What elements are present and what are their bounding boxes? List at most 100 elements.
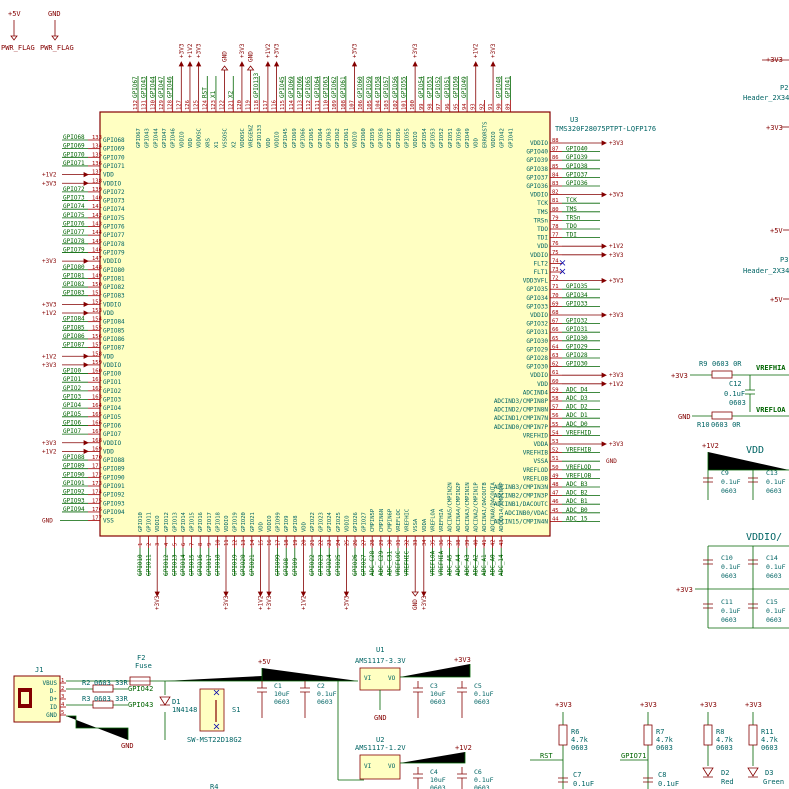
usb-gnd: GND [121,742,134,750]
pin-number: 23 [327,539,333,546]
pin-name: GPIO4 [103,405,121,412]
net-label: GPIO46 [167,76,174,98]
pwr-arrow [343,548,350,597]
net-label: GPIO2 [63,385,81,392]
pwr-arrow [300,548,307,597]
net-label: +3V3 [178,43,185,58]
pin-number: 168 [92,438,102,444]
pin-name: VDD [103,310,114,317]
pin-name: D- [50,688,57,695]
pin-name: ADCIN14/CMPIN4P [499,482,505,532]
pwr-arrow [178,61,184,100]
net-label: +3V3 [42,180,57,187]
r9-body [711,370,733,379]
net-label: +1V2 [609,381,624,388]
net-label: GPIO31 [566,326,588,333]
pin-name: GPIO49 [465,128,471,148]
net-label: GPIO78 [63,238,85,245]
pin-name: CMPIN6P [387,508,393,532]
usb-pin: 2D- [50,686,66,695]
pin-name: ADCINA0/DACOUTA [491,482,497,532]
pin-name: ADCINA2/CMPIN1P [473,482,479,532]
pin-name: GPIO12 [164,512,170,532]
net-label: GPIO20 [240,554,247,576]
header-p3-net2: +5V [770,296,783,304]
pin-number: 177 [92,516,102,522]
pwr-arrow [62,440,89,446]
pin-number: 1 [61,678,64,684]
pin-number: 41 [482,539,488,546]
u2-ref: U2 [376,736,384,744]
net-label: +3V3 [609,140,624,147]
pin-number: 48 [552,482,559,488]
r8-ref: R8 [716,728,724,736]
vref-network: +3V3 R9 0603 0R VREFHIA C12 0.1uF 0603 G… [671,360,789,429]
pin-number: 88 [552,138,559,144]
r11-ref: R11 [761,728,774,736]
net-label: GPIO70 [63,151,85,158]
pin-number: 156 [92,334,102,340]
pin-name: ADCINB0/VDAC [505,510,549,517]
mcu-top-pins: 132GPIO67GPIO67131GPIO43GPIO43130GPIO44G… [132,43,514,148]
pin-name: GPIO73 [103,198,125,205]
s1-ref: S1 [232,706,240,714]
pin-number: 157 [92,343,102,349]
pin-name: GPIO68 [103,137,125,144]
pin-name: GPIO0 [103,371,121,378]
net-label: TDO [566,223,577,230]
net-label: ADC_D2 [566,404,588,411]
net-label: GPIO58 [374,76,381,98]
pin-name: VSSA [413,518,419,532]
usb-pin: 4ID [50,702,66,711]
cap-value: 0.1uF [766,478,786,486]
r7-ref: R7 [656,728,664,736]
pin-number: 47 [552,491,559,497]
pin-number: 106 [358,100,364,110]
pin-name: GPIO2 [103,388,121,395]
pin-number: 31 [396,539,402,546]
pin-name: GPIO33 [526,303,548,310]
net-label: VREFLOB [566,472,592,479]
pin-name: GPIO38 [526,166,548,173]
net-label: GPIO53 [426,76,433,98]
pwr-arrow [562,140,607,146]
pin-name: GPIO74 [103,206,125,213]
cap-ref: C15 [766,598,778,606]
net-label: +3V3 [609,441,624,448]
j1-ref: J1 [35,666,43,674]
net-label: ADC_A3 [464,554,471,576]
net-label: GPIO1 [63,376,81,383]
pin-number: 53 [552,439,559,445]
pin-number: 117 [263,100,269,110]
net-label: +3V3 [609,192,624,199]
header-p3-net1: +5V [770,227,783,235]
cap-ref: C10 [721,554,733,562]
net-label: ADC_C28 [369,550,376,576]
pin-name: VDDIO [353,131,359,148]
pin-name: ADCINB3/CMPIN3N [494,484,549,491]
net-label: GND [248,51,255,62]
pin-name: GPIO79 [103,249,125,256]
pin-name: ADCIN15/CMPIN4N [494,518,549,525]
diode-d1: D1 1N4148 [159,681,197,740]
pin-number: 62 [552,362,559,368]
net-label: VREFLOD [566,464,592,471]
